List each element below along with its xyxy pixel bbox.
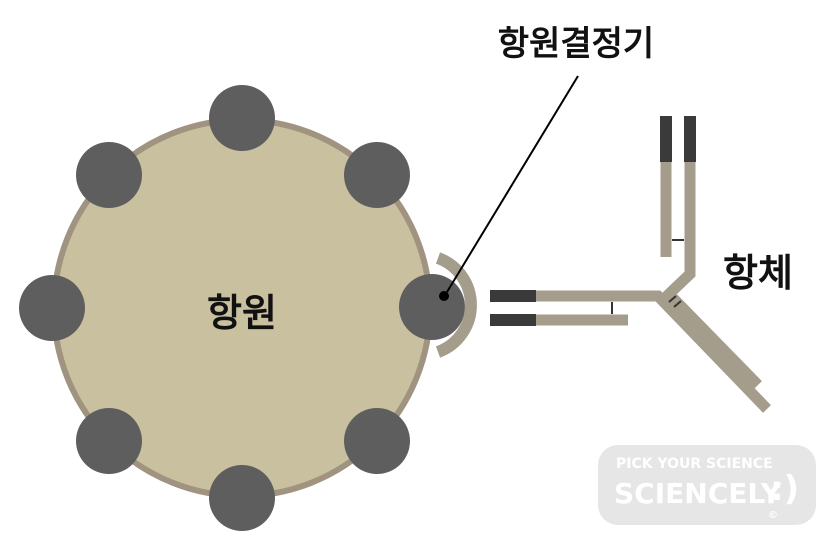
antibody-heavy-chain-right	[661, 116, 762, 389]
epitope-knobs	[19, 85, 465, 531]
epitope-knob	[19, 275, 85, 341]
epitope-pointer-line	[446, 75, 579, 293]
epitope-knob	[76, 142, 142, 208]
antigen-label: 항원	[207, 291, 277, 335]
watermark-brand: SCIENCELY	[614, 477, 782, 510]
antibody-binding-site	[435, 252, 477, 358]
watermark-smile-icon: :)	[770, 469, 799, 509]
watermark-background	[598, 445, 816, 525]
epitope-knob-bound	[399, 274, 465, 340]
sciencely-watermark: PICK YOUR SCIENCE SCIENCELY :) ©	[598, 445, 816, 525]
epitope-knob	[76, 408, 142, 474]
disulfide-bond	[668, 295, 677, 303]
antibody	[490, 116, 771, 413]
epitope-label: 항원결정기	[498, 24, 654, 64]
epitope-knob	[344, 142, 410, 208]
epitope-pointer-dot	[439, 291, 449, 301]
watermark-tagline: PICK YOUR SCIENCE	[616, 456, 773, 472]
disulfide-bond	[673, 300, 682, 308]
epitope-knob	[209, 85, 275, 151]
antibody-heavy-chain-left	[490, 290, 771, 413]
watermark-copyright: ©	[768, 510, 778, 521]
antibody-label: 항체	[723, 251, 793, 295]
epitope-knob	[209, 465, 275, 531]
epitope-knob	[344, 408, 410, 474]
